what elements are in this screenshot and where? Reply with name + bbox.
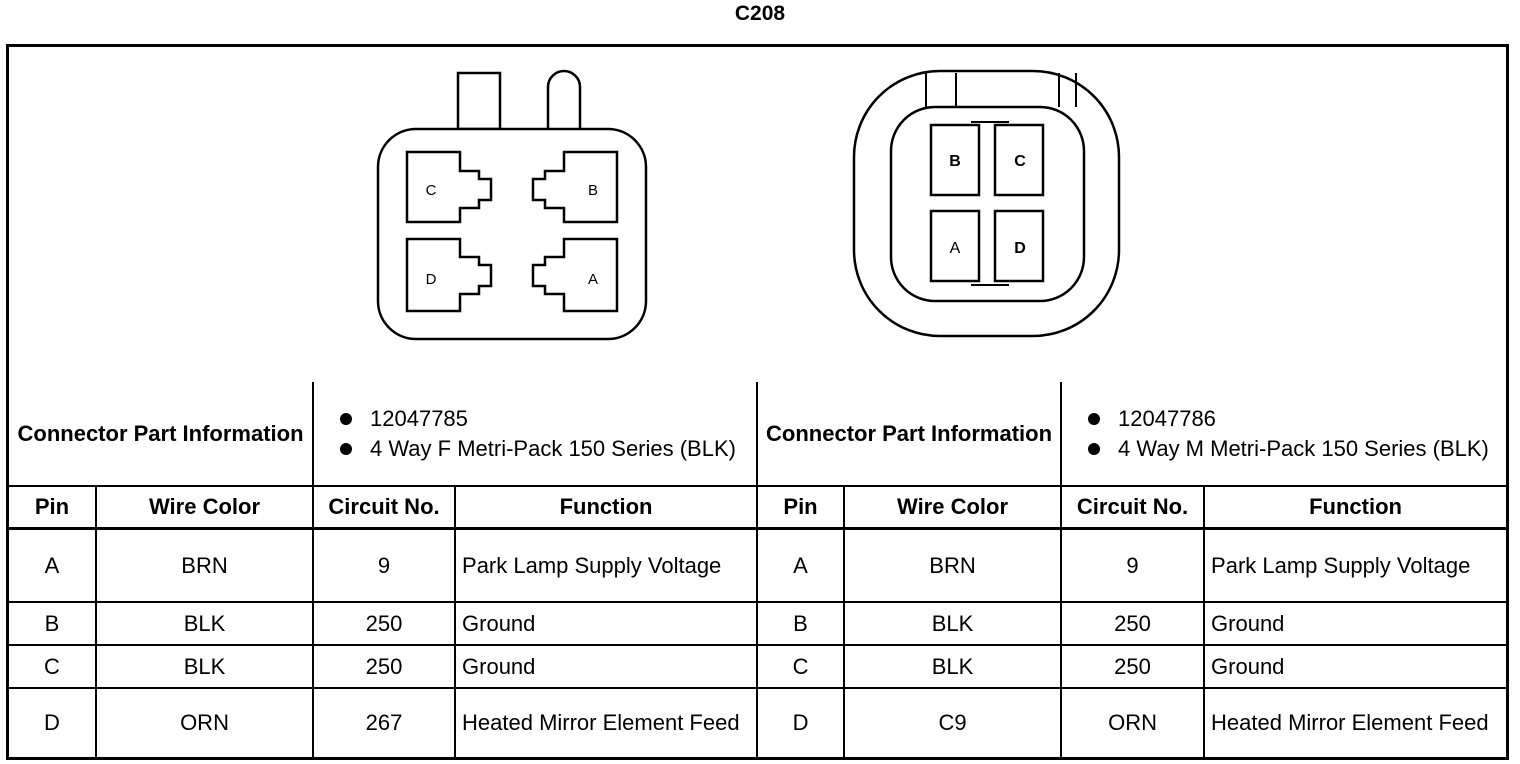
right-pin-cell: D xyxy=(756,687,846,757)
left-pin-cell: A xyxy=(9,527,97,603)
cavity-b xyxy=(531,150,619,224)
right-info-label: Connector Part Information xyxy=(756,382,1063,487)
right-circuit-cell: 250 xyxy=(1060,601,1206,646)
left-function-cell: Ground xyxy=(454,601,759,646)
left-circuit-cell: 9 xyxy=(312,527,457,603)
left-pin-cell: B xyxy=(9,601,97,646)
left-info-list: 12047785 4 Way F Metri-Pack 150 Series (… xyxy=(314,404,756,464)
connector-title: C208 xyxy=(734,2,786,25)
table-row: D ORN 267 Heated Mirror Element Feed D C… xyxy=(9,687,1507,757)
left-header-wire-color: Wire Color xyxy=(94,485,315,530)
cavity-c xyxy=(405,150,493,224)
left-wire-cell: BLK xyxy=(94,601,315,646)
female-pin-d-label: D xyxy=(426,271,437,288)
left-circuit-cell: 250 xyxy=(312,601,457,646)
right-function-cell: Heated Mirror Element Feed xyxy=(1203,687,1507,757)
female-pin-b-label: B xyxy=(588,182,598,199)
male-pin-c-label: C xyxy=(1014,153,1026,170)
left-function-cell: Heated Mirror Element Feed xyxy=(454,687,759,757)
right-function-cell: Park Lamp Supply Voltage xyxy=(1203,527,1507,603)
male-pin-a-label: A xyxy=(950,240,961,257)
male-cavity-d xyxy=(993,209,1045,283)
female-pin-a-label: A xyxy=(588,271,598,288)
right-info-list: 12047786 4 Way M Metri-Pack 150 Series (… xyxy=(1062,404,1506,464)
connector-pinout-table: Connector Part Information 12047785 4 Wa… xyxy=(9,382,1507,757)
left-wire-cell: ORN xyxy=(94,687,315,757)
left-wire-cell: BRN xyxy=(94,527,315,603)
left-function-cell: Park Lamp Supply Voltage xyxy=(454,527,759,603)
right-circuit-cell: 250 xyxy=(1060,644,1206,689)
male-connector-drawing xyxy=(852,69,1121,338)
cavity-a xyxy=(531,237,619,313)
right-info-cell: 12047786 4 Way M Metri-Pack 150 Series (… xyxy=(1060,382,1507,487)
left-circuit-cell: 250 xyxy=(312,644,457,689)
table-row: A BRN 9 Park Lamp Supply Voltage A BRN 9… xyxy=(9,527,1507,603)
male-cavity-a xyxy=(929,209,981,283)
divider-caps xyxy=(971,121,1009,286)
right-function-cell: Ground xyxy=(1203,644,1507,689)
male-pin-b-label: B xyxy=(949,153,961,170)
right-pin-cell: B xyxy=(756,601,846,646)
table-row: B BLK 250 Ground B BLK 250 Ground xyxy=(9,601,1507,646)
right-function-cell: Ground xyxy=(1203,601,1507,646)
right-wire-cell: C9 xyxy=(843,687,1063,757)
right-header-wire-color: Wire Color xyxy=(843,485,1063,530)
shell-ribs xyxy=(925,73,1077,107)
left-pin-cell: C xyxy=(9,644,97,689)
male-cavity-c xyxy=(993,123,1045,197)
right-circuit-cell: ORN xyxy=(1060,687,1206,757)
right-wire-cell: BRN xyxy=(843,527,1063,603)
left-info-label: Connector Part Information xyxy=(9,382,315,487)
left-circuit-cell: 267 xyxy=(312,687,457,757)
left-header-pin: Pin xyxy=(9,485,97,530)
cavity-d xyxy=(405,237,493,313)
right-part-number: 12047786 xyxy=(1088,404,1506,434)
left-wire-cell: BLK xyxy=(94,644,315,689)
female-pin-c-label: C xyxy=(426,182,437,199)
left-function-cell: Ground xyxy=(454,644,759,689)
male-connector-body xyxy=(889,105,1086,303)
table-row: C BLK 250 Ground C BLK 250 Ground xyxy=(9,644,1507,689)
right-header-circuit: Circuit No. xyxy=(1060,485,1206,530)
male-pin-d-label: D xyxy=(1014,240,1026,257)
left-part-description: 4 Way F Metri-Pack 150 Series (BLK) xyxy=(340,434,756,464)
right-pin-cell: C xyxy=(756,644,846,689)
left-header-function: Function xyxy=(454,485,759,530)
left-pin-cell: D xyxy=(9,687,97,757)
left-info-cell: 12047785 4 Way F Metri-Pack 150 Series (… xyxy=(312,382,759,487)
right-circuit-cell: 9 xyxy=(1060,527,1206,603)
connector-info-row: Connector Part Information 12047785 4 Wa… xyxy=(9,382,1507,487)
right-wire-cell: BLK xyxy=(843,601,1063,646)
right-header-pin: Pin xyxy=(756,485,846,530)
left-header-circuit: Circuit No. xyxy=(312,485,457,530)
right-pin-cell: A xyxy=(756,527,846,603)
male-cavity-b xyxy=(929,123,981,197)
female-connector-drawing xyxy=(376,69,648,341)
table-header-row: Pin Wire Color Circuit No. Function Pin … xyxy=(9,485,1507,530)
right-part-description: 4 Way M Metri-Pack 150 Series (BLK) xyxy=(1088,434,1506,464)
connector-frame: C B D A B C A D Connector Part Informati… xyxy=(6,44,1509,760)
right-wire-cell: BLK xyxy=(843,644,1063,689)
connector-drawings: C B D A B C A D xyxy=(376,69,1121,341)
left-part-number: 12047785 xyxy=(340,404,756,434)
right-header-function: Function xyxy=(1203,485,1507,530)
female-connector-body xyxy=(376,127,648,341)
locking-latch xyxy=(546,69,582,129)
locking-tab xyxy=(456,71,502,131)
